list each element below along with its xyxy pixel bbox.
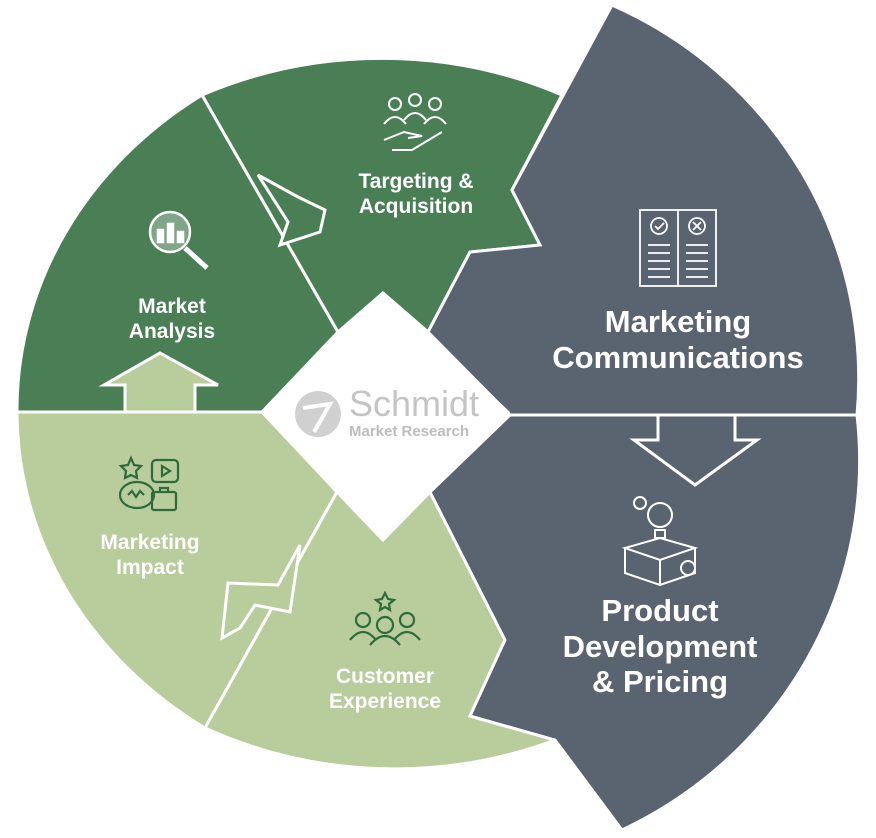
label-line: Analysis — [128, 320, 216, 344]
label-line: Market — [138, 295, 206, 318]
label-line: Development — [562, 628, 758, 664]
targeting-people-hand-icon — [383, 93, 447, 151]
segment-product-development — [428, 413, 862, 832]
comms-checklist-icon — [639, 209, 717, 287]
segment-market-analysis — [15, 92, 340, 414]
logo-swoosh-icon — [295, 391, 341, 437]
product-box-bulb-icon — [621, 496, 699, 587]
label-line: Marketing — [100, 531, 200, 554]
center-diamond — [262, 293, 510, 540]
label-line: Marketing — [604, 304, 752, 339]
label-line: Impact — [116, 556, 184, 580]
label-market-analysis: Market Analysis — [129, 294, 215, 344]
label-line: Communications — [552, 339, 804, 375]
label-line: & Pricing — [591, 664, 729, 700]
customer-group-icon — [349, 590, 421, 646]
logo-tagline: Market Research — [349, 423, 470, 440]
analysis-magnifier-icon — [148, 210, 209, 270]
label-line: Product — [601, 593, 719, 628]
label-line: Customer — [335, 665, 435, 688]
label-line: Targeting & — [358, 170, 474, 193]
impact-media-chat-icon — [118, 455, 180, 512]
label-marketing-communications: Marketing Communications — [552, 304, 803, 375]
arrow-customer-to-impact — [220, 544, 302, 641]
arrow-comms-to-product — [629, 413, 762, 487]
label-targeting: Targeting & Acquisition — [358, 169, 473, 219]
label-marketing-impact: Marketing Impact — [100, 530, 199, 580]
label-product-development: Product Development & Pricing — [563, 593, 758, 700]
label-line: Experience — [328, 690, 442, 714]
arrow-analysis-to-targeting — [256, 173, 327, 248]
arrow-impact-to-analysis — [98, 351, 219, 414]
label-customer-experience: Customer Experience — [329, 664, 441, 714]
segment-marketing-impact — [15, 410, 339, 731]
logo-name: Schmidt — [349, 383, 480, 424]
label-line: Acquisition — [358, 195, 474, 219]
